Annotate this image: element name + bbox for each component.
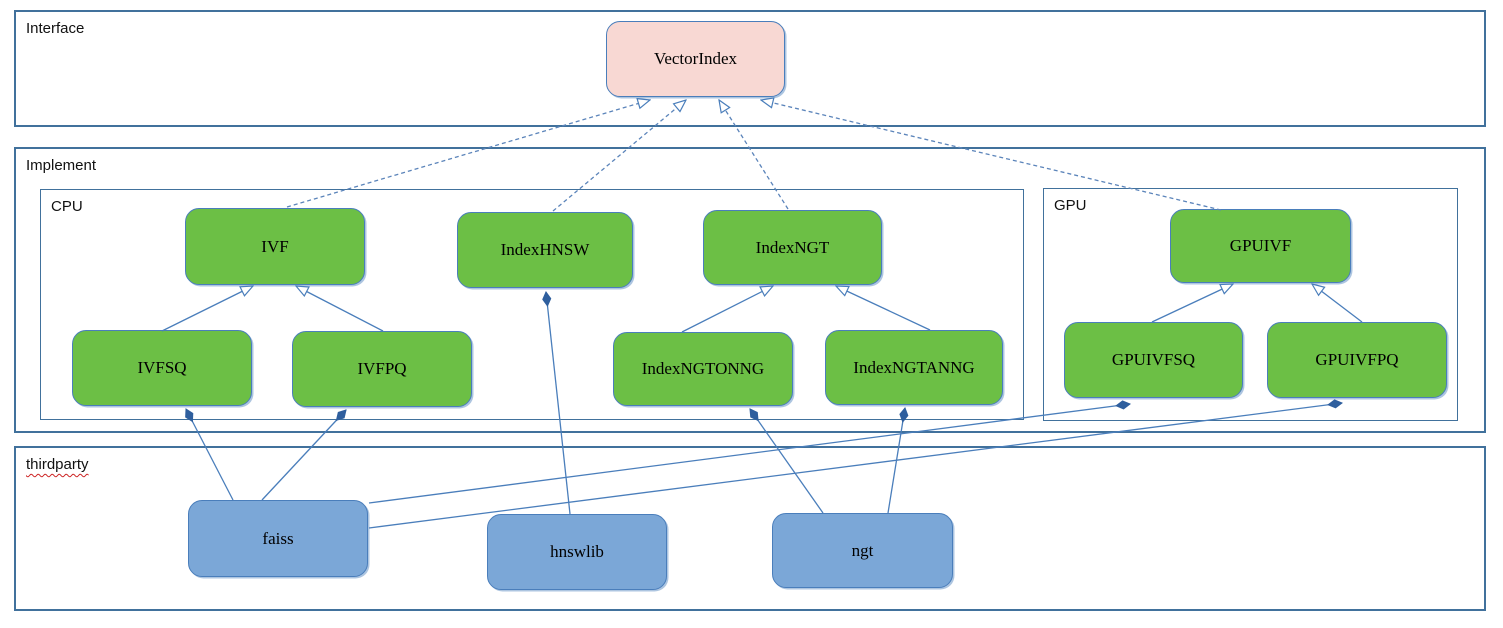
node-label-faiss: faiss (262, 528, 294, 548)
node-label-gpuivfsq: GPUIVFSQ (1111, 350, 1196, 369)
node-vectorindex: VectorIndex (606, 21, 785, 97)
group-label-implement: Implement (26, 157, 97, 174)
node-gpuivf: GPUIVF (1170, 209, 1351, 283)
node-hnswlib: hnswlib (487, 514, 667, 590)
node-ngt: ngt (772, 513, 953, 588)
node-label-gpuivfpq: GPUIVFPQ (1315, 350, 1399, 369)
group-label-interface: Interface (26, 20, 85, 37)
node-ivf: IVF (185, 208, 365, 285)
node-indexngtanng: IndexNGTANNG (825, 330, 1003, 405)
node-label-ivfsq: IVFSQ (137, 358, 187, 377)
group-label-gpu: GPU (1054, 197, 1087, 214)
node-ivfpq: IVFPQ (292, 331, 472, 407)
node-indexhnsw: IndexHNSW (457, 212, 633, 288)
group-label-thirdparty: thirdparty (26, 456, 89, 473)
node-indexngt: IndexNGT (703, 210, 882, 285)
node-label-indexngt: IndexNGT (755, 237, 830, 257)
node-label-indexhnsw: IndexHNSW (500, 240, 590, 259)
node-label-hnswlib: hnswlib (550, 542, 604, 561)
node-label-ivfpq: IVFPQ (357, 359, 407, 378)
node-faiss: faiss (188, 500, 368, 577)
node-indexngtonng: IndexNGTONNG (613, 332, 793, 406)
group-label-cpu: CPU (51, 198, 83, 215)
node-label-vectorindex: VectorIndex (653, 49, 738, 68)
node-label-indexngtonng: IndexNGTONNG (641, 359, 765, 378)
node-label-gpuivf: GPUIVF (1229, 236, 1292, 255)
node-gpuivfpq: GPUIVFPQ (1267, 322, 1447, 398)
node-label-ivf: IVF (261, 236, 289, 256)
node-ivfsq: IVFSQ (72, 330, 252, 406)
node-label-indexngtanng: IndexNGTANNG (853, 357, 975, 377)
node-gpuivfsq: GPUIVFSQ (1064, 322, 1243, 398)
node-label-ngt: ngt (851, 540, 874, 560)
